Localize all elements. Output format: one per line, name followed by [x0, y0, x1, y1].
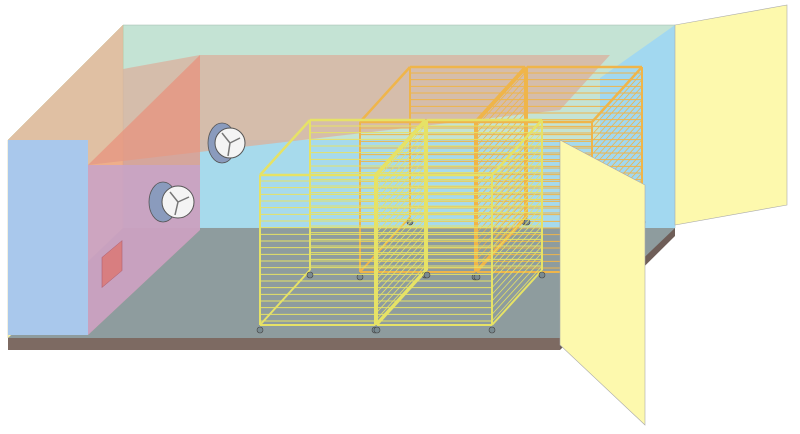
rack-shelf: [474, 106, 526, 162]
rack-shelf: [491, 159, 543, 215]
rack-frame: [359, 66, 411, 123]
rack-frame: [474, 66, 526, 123]
rack-shelf: [374, 179, 426, 235]
rack-shelf: [491, 152, 543, 208]
rack-frame: [491, 269, 543, 326]
rack-shelf: [491, 205, 543, 262]
rack-shelf: [474, 186, 526, 242]
rack-shelf: [374, 259, 426, 315]
rack-shelf: [474, 86, 526, 142]
rack-shelf: [591, 86, 643, 142]
rack-shelf: [474, 146, 526, 202]
caster-wheel-icon: [473, 273, 481, 281]
rack-shelf: [591, 99, 643, 155]
caster-wheel-icon: [356, 273, 364, 281]
rack-shelf: [591, 72, 643, 129]
rack-shelf: [491, 245, 543, 302]
rack-shelf: [491, 139, 543, 195]
rack-shelf: [591, 79, 643, 135]
rack-shelf: [374, 265, 426, 322]
floor: [8, 228, 675, 338]
caster-wheel-icon: [423, 271, 431, 279]
rack-frame: [374, 269, 426, 326]
floor-slab-front: [8, 338, 560, 350]
rack-shelf: [374, 185, 426, 242]
rack-shelf: [374, 239, 426, 295]
rack-frame: [476, 66, 528, 123]
rack-shelf: [491, 179, 543, 235]
rack-shelf: [374, 125, 426, 182]
rack-shelf: [491, 239, 543, 295]
rack-shelf: [491, 165, 543, 222]
rack-frame: [374, 119, 426, 176]
rack-shelf: [374, 172, 426, 228]
rack-shelf: [374, 139, 426, 195]
fan-icon: [148, 181, 195, 223]
caster-wheel-icon: [538, 271, 546, 279]
rack-shelf: [491, 192, 543, 248]
front-door[interactable]: [559, 139, 646, 426]
rack-shelf: [374, 132, 426, 188]
rack-frame: [591, 66, 643, 123]
air-unit-vent: [101, 240, 123, 288]
caster-wheel-icon: [373, 326, 381, 334]
rack-shelf: [491, 225, 543, 282]
rack-shelf: [491, 265, 543, 322]
rack-shelf: [374, 245, 426, 302]
rack-shelf: [491, 232, 543, 288]
rack-shelf: [591, 92, 643, 149]
rack-frame: [376, 119, 428, 176]
rack-frame: [491, 119, 543, 176]
caster-wheel-icon: [256, 326, 264, 334]
rack-shelf: [491, 219, 543, 275]
rack-shelf: [374, 152, 426, 208]
rack-shelf: [491, 145, 543, 202]
rack-shelf: [491, 212, 543, 268]
rack-frame: [259, 119, 311, 176]
rack-shelf: [474, 126, 526, 182]
rack-shelf: [491, 259, 543, 315]
rack-shelf: [374, 219, 426, 275]
rack-shelf: [491, 172, 543, 228]
right-door[interactable]: [674, 4, 788, 226]
rack-shelf: [591, 106, 643, 162]
rack-shelf: [374, 159, 426, 215]
rack-shelf: [491, 125, 543, 182]
rack-shelf: [374, 145, 426, 202]
rack-frame: [259, 269, 311, 326]
air-unit-duct: [8, 140, 88, 335]
rack-shelf: [374, 225, 426, 282]
rack-shelf: [491, 199, 543, 255]
rack-shelf: [374, 232, 426, 288]
fan-icon: [207, 122, 246, 164]
rack-shelf: [491, 185, 543, 242]
rack-shelf: [491, 252, 543, 308]
rack-frame: [376, 269, 428, 326]
rack-shelf: [474, 166, 526, 222]
rack-shelf: [591, 112, 643, 169]
rack-shelf: [374, 205, 426, 262]
caster-wheel-icon: [488, 326, 496, 334]
rack-shelf: [491, 132, 543, 188]
rack-shelf: [374, 212, 426, 268]
rack-shelf: [374, 192, 426, 248]
caster-wheel-icon: [306, 271, 314, 279]
rack-shelf: [374, 199, 426, 255]
rack-group: [256, 65, 646, 334]
rack-shelf: [374, 252, 426, 308]
